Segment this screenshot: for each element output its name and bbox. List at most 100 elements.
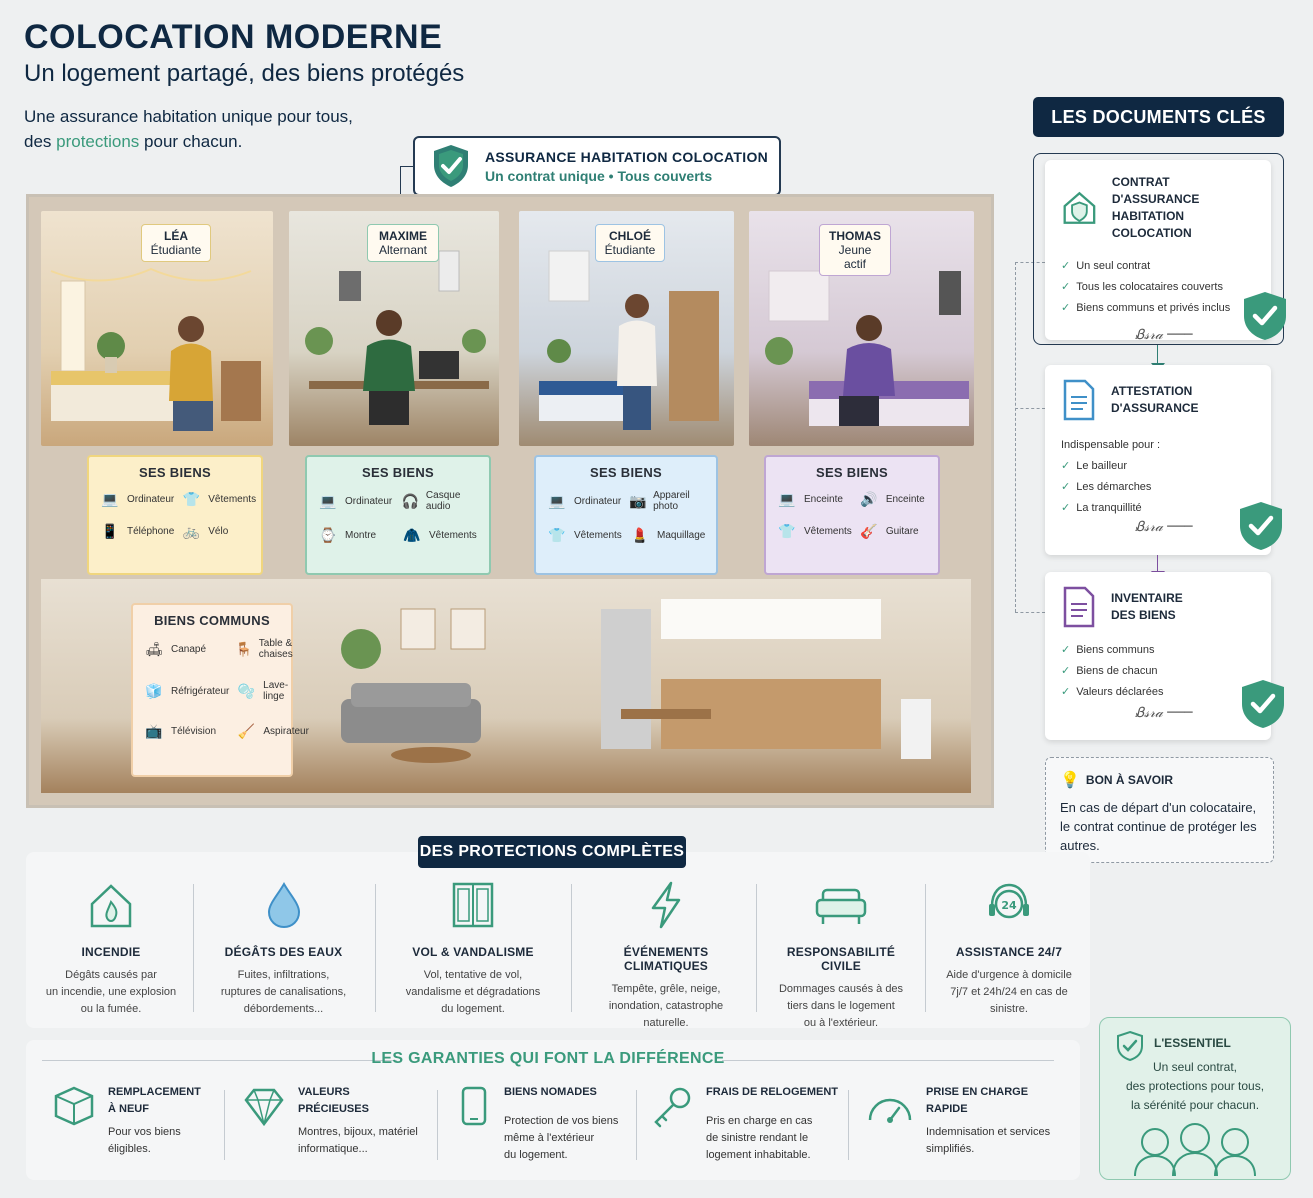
bedroom-thomas: [749, 211, 974, 446]
protection-climate: ÉVÉNEMENTS CLIMATIQUES Tempête, grêle, n…: [585, 880, 747, 1032]
lightbulb-icon: 💡: [1060, 772, 1080, 789]
makeup-icon: 💄: [631, 526, 649, 543]
list-item: ✓Les démarches: [1061, 481, 1152, 493]
garanties-panel: [26, 1040, 1080, 1180]
garantie-relogement: FRAIS DE RELOGEMENT Pris en charge en ca…: [650, 1084, 840, 1164]
list-item: ✓Un seul contrat: [1061, 260, 1151, 272]
washer-icon: 🫧: [237, 682, 255, 699]
common-goods-panel: BIENS COMMUNS 🛋Canapé 🪑Table & chaises 🧊…: [131, 603, 309, 777]
sofa-icon: [815, 888, 867, 924]
protection-theft: VOL & VANDALISME Vol, tentative de vol,v…: [392, 880, 554, 1018]
headset-24-icon: 24: [989, 883, 1029, 919]
tip-box: 💡 BON À SAVOIR En cas de départ d'un col…: [1045, 757, 1274, 863]
page-subtitle: Un logement partagé, des biens protégés: [24, 60, 465, 87]
door-icon: [452, 882, 494, 928]
page-title: COLOCATION MODERNE: [24, 18, 443, 56]
phone-icon: 📱: [101, 522, 119, 539]
shield-check-icon: [1240, 502, 1282, 550]
headphones-icon: 🎧: [401, 492, 420, 509]
essential-body: Un seul contrat,des protections pour tou…: [1125, 1060, 1265, 1112]
list-item: ✓Biens communs et privés inclus: [1061, 302, 1231, 314]
protections-panel: [26, 852, 1090, 1028]
house-fire-icon: [90, 884, 132, 928]
vacuum-icon: 🧹: [237, 722, 256, 739]
contract-banner: ASSURANCE HABITATION COLOCATION Un contr…: [413, 136, 781, 196]
mobile-icon: [461, 1086, 487, 1126]
lightning-icon: [651, 881, 681, 929]
protection-water: DÉGÂTS DES EAUX Fuites, infiltrations,ru…: [206, 880, 361, 1018]
goods-panel-chloe: SES BIENS 💻Ordinateur 📷Appareil photo 👕V…: [534, 455, 718, 575]
fridge-icon: 🧊: [145, 682, 163, 699]
laptop-icon: 💻: [778, 490, 796, 507]
essential-box: L'ESSENTIEL Un seul contrat,des protecti…: [1099, 1017, 1291, 1180]
tip-title: BON À SAVOIR: [1085, 773, 1174, 787]
signature-icon: Ᏸ𝓈𝓇𝒶 ───: [1135, 705, 1193, 721]
contract-subtitle: Un contrat unique • Tous couverts: [485, 167, 713, 184]
inventory-icon: [1063, 586, 1095, 628]
essential-title: L'ESSENTIEL: [1154, 1036, 1231, 1050]
documents-header: LES DOCUMENTS CLÉS: [1033, 97, 1284, 137]
house-shield-icon: [1063, 191, 1096, 224]
protections-header: DES PROTECTIONS COMPLÈTES: [418, 836, 686, 868]
clothes-icon: 👕: [182, 490, 200, 507]
attestation-intro: Indispensable pour :: [1061, 439, 1161, 451]
sofa-icon: 🛋: [145, 640, 163, 657]
intro-line-1: Une assurance habitation unique pour tou…: [24, 107, 353, 126]
tip-body: En cas de départ d'un colocataire, le co…: [1060, 800, 1257, 853]
bike-icon: 🚲: [182, 522, 200, 539]
list-item: ✓Tous les colocataires couverts: [1061, 281, 1223, 293]
intro-text: Une assurance habitation unique pour tou…: [24, 104, 353, 154]
table-icon: 🪑: [235, 640, 253, 657]
gauge-icon: [868, 1098, 912, 1123]
list-item: ✓La tranquillité: [1061, 502, 1142, 514]
goods-panel-maxime: SES BIENS 💻Ordinateur 🎧Casque audio ⌚Mon…: [305, 455, 491, 575]
camera-icon: 📷: [629, 492, 647, 509]
key-icon: [654, 1087, 691, 1128]
shield-check-icon: [434, 145, 468, 187]
tshirt-icon: 👕: [778, 522, 796, 539]
diamond-icon: [244, 1088, 284, 1127]
tshirt-icon: 👕: [548, 526, 566, 543]
signature-icon: Ᏸ𝓈𝓇𝒶 ───: [1135, 519, 1193, 535]
people-icon: [1134, 1123, 1256, 1177]
contract-title: ASSURANCE HABITATION COLOCATION: [485, 148, 769, 165]
document-icon: [1063, 379, 1095, 421]
tv-icon: 📺: [145, 722, 163, 739]
laptop-icon: 💻: [319, 492, 337, 509]
intro-highlight: protections: [56, 132, 140, 151]
signature-icon: Ᏸ𝓈𝓇𝒶 ───: [1135, 327, 1193, 343]
protection-assistance: 24 ASSISTANCE 24/7 Aide d'urgence à domi…: [935, 880, 1083, 1018]
laptop-icon: 💻: [548, 492, 566, 509]
clothes-icon: 🧥: [403, 526, 421, 543]
laptop-icon: 💻: [101, 490, 119, 507]
protection-liability: RESPONSABILITÉ CIVILE Dommages causés à …: [766, 880, 916, 1032]
intro-line-2: des protections pour chacun.: [24, 132, 243, 151]
garanties-title: LES GARANTIES QUI FONT LA DIFFÉRENCE: [371, 1050, 725, 1067]
watch-icon: ⌚: [319, 526, 337, 543]
shield-check-icon: [1242, 680, 1284, 728]
svg-text:24: 24: [1001, 899, 1017, 912]
list-item: ✓Biens de chacun: [1061, 665, 1158, 677]
shield-check-icon: [1244, 292, 1286, 340]
shield-check-icon: [1117, 1030, 1143, 1062]
box-icon: [54, 1086, 94, 1126]
common-goods-title: BIENS COMMUNS: [154, 613, 270, 628]
goods-panel-lea: SES BIENS 💻Ordinateur 👕Vêtements 📱Téléph…: [87, 455, 263, 575]
list-item: ✓Le bailleur: [1061, 460, 1127, 472]
list-item: ✓Valeurs déclarées: [1061, 686, 1164, 698]
speaker-icon: 🔊: [860, 490, 878, 507]
list-item: ✓Biens communs: [1061, 644, 1155, 656]
